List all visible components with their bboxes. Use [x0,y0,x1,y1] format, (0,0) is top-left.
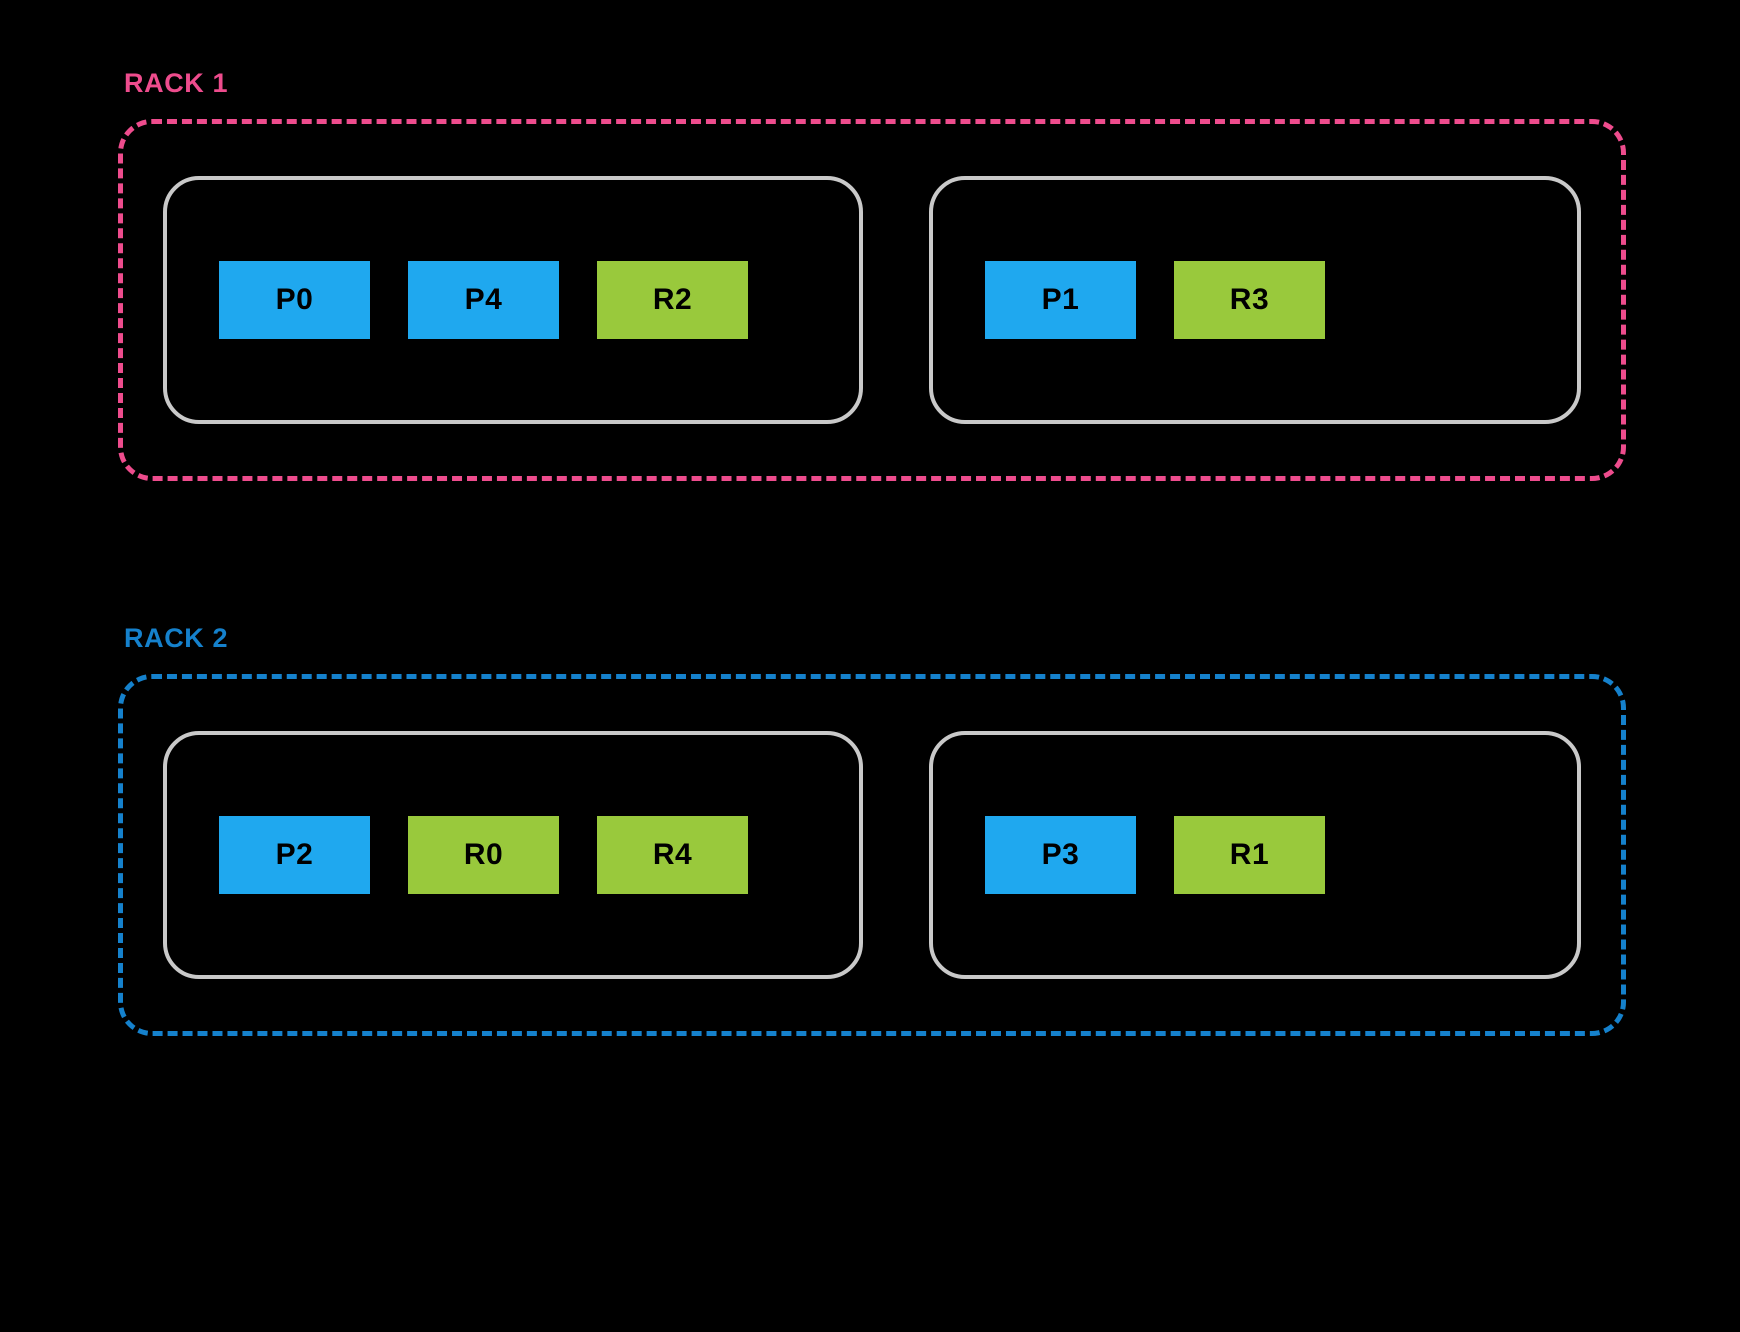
broker-rack1-1[interactable]: P0 P4 R2 [163,176,863,424]
chip-p3[interactable]: P3 [984,816,1136,894]
rack-group-1: RACK 1 P0 P4 R2 P1 R3 [118,70,1626,481]
chip-r3[interactable]: R3 [1173,261,1325,339]
rack-group-2: RACK 2 P2 R0 R4 P3 R1 [118,625,1626,1036]
chip-r0[interactable]: R0 [408,816,559,894]
chip-r4[interactable]: R4 [597,816,748,894]
chip-p0[interactable]: P0 [219,261,370,339]
rack-2-boundary: P2 R0 R4 P3 R1 [118,674,1626,1036]
chip-r1[interactable]: R1 [1173,816,1325,894]
chip-p1[interactable]: P1 [984,261,1136,339]
rack-1-label: RACK 1 [124,68,229,98]
chip-p2[interactable]: P2 [219,816,370,894]
chip-p4[interactable]: P4 [408,261,559,339]
broker-rack2-2[interactable]: P3 R1 [928,731,1581,979]
rack-1-boundary: P0 P4 R2 P1 R3 [118,119,1626,481]
broker-rack2-1[interactable]: P2 R0 R4 [163,731,863,979]
broker-rack1-2[interactable]: P1 R3 [928,176,1581,424]
chip-r2[interactable]: R2 [597,261,748,339]
rack-2-label: RACK 2 [124,623,229,653]
